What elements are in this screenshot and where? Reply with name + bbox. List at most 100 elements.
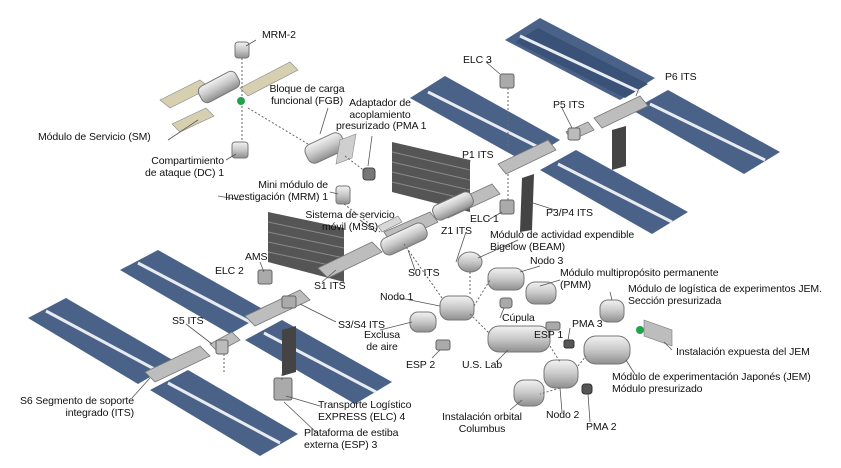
s1-truss xyxy=(317,241,383,279)
connection-lines xyxy=(223,58,587,395)
label-pma3: PMA 3 xyxy=(572,318,603,330)
label-mrm2: MRM-2 xyxy=(262,29,296,41)
solar-arrays xyxy=(28,18,780,456)
p6-truss xyxy=(593,95,649,129)
label-airlock: Exclusa de aire xyxy=(354,329,410,353)
s5-segment-box xyxy=(215,339,229,355)
label-nodo1: Nodo 1 xyxy=(380,291,414,303)
label-us-lab: U.S. Lab xyxy=(462,359,503,371)
label-s1: S1 ITS xyxy=(314,280,346,292)
esp2-platform xyxy=(435,339,451,351)
p6-solar-array-lower xyxy=(632,90,780,174)
node3-module xyxy=(487,267,525,291)
label-jem-els-line1: Módulo de logística de experimentos JEM. xyxy=(628,283,822,295)
s3s4-radiator xyxy=(282,326,296,376)
label-elc2: ELC 2 xyxy=(215,265,244,277)
label-sm: Módulo de Servicio (SM) xyxy=(38,131,151,143)
label-pma2: PMA 2 xyxy=(586,421,617,433)
label-columbus: Instalación orbital Columbus xyxy=(436,411,528,435)
label-p6: P6 ITS xyxy=(665,71,697,83)
label-mrm1-line1: Mini módulo de xyxy=(258,179,328,191)
label-esp1: ESP 1 xyxy=(534,329,564,341)
label-p3p4: P3/P4 ITS xyxy=(546,207,593,219)
label-nodo3: Nodo 3 xyxy=(530,255,564,267)
s6-solar-array-upper xyxy=(28,298,176,384)
label-z1: Z1 ITS xyxy=(441,225,472,237)
mrm1-module xyxy=(335,185,351,205)
label-jem-ef: Instalación expuesta del JEM xyxy=(676,346,810,358)
label-jem-pm: Módulo de experimentación Japonés (JEM) … xyxy=(612,371,811,395)
dc1-module xyxy=(231,141,249,159)
s3s4-carrier xyxy=(281,295,297,309)
elc4-platform xyxy=(273,377,293,401)
label-jem-els: Módulo de logística de experimentos JEM.… xyxy=(628,283,822,307)
jem-ef-port xyxy=(636,326,644,334)
s6-solar-array-lower xyxy=(150,370,298,456)
russian-segment xyxy=(159,41,376,205)
elc1-platform xyxy=(499,199,515,215)
label-pma1-line1: Adaptador de xyxy=(349,97,411,109)
label-ams: AMS xyxy=(245,251,268,263)
pmm-module xyxy=(525,281,557,305)
label-cupola: Cúpula xyxy=(502,312,535,324)
label-airlock-line2: de aire xyxy=(366,340,398,353)
beam-module xyxy=(457,251,483,273)
label-dc1: Compartimiento de ataque (DC) 1 xyxy=(120,155,224,179)
pma1-module xyxy=(362,167,376,181)
sm-docking-port xyxy=(237,97,245,105)
label-pmm-line2: (PMM) xyxy=(560,278,591,291)
ams-payload xyxy=(257,269,273,285)
label-jem-els-line2: Sección presurizada xyxy=(628,294,722,307)
p1-radiator xyxy=(391,142,471,212)
s4-solar-array-upper xyxy=(120,250,268,334)
jem-pm-module xyxy=(583,335,631,365)
label-elc4-line1: Transporte Logístico xyxy=(318,399,412,411)
label-p5: P5 ITS xyxy=(553,99,585,111)
service-module xyxy=(197,70,241,104)
label-fgb-line2: funcional (FGB) xyxy=(270,94,344,107)
label-beam-line1: Módulo de actividad expendible xyxy=(490,229,635,241)
pressurized-modules xyxy=(215,73,673,407)
esp1-platform xyxy=(545,321,561,331)
label-pma1-line2: acoplamiento xyxy=(349,108,411,121)
leader-lines xyxy=(131,39,673,435)
label-esp3: Plataforma de estiba externa (ESP) 3 xyxy=(304,427,398,451)
label-s6-line2: integrado (ITS) xyxy=(65,406,134,419)
label-elc3: ELC 3 xyxy=(463,54,492,66)
p1-module xyxy=(432,191,474,221)
label-esp2: ESP 2 xyxy=(406,359,436,371)
label-dc1-line2: de ataque (DC) 1 xyxy=(145,166,224,179)
p4-solar-array-lower xyxy=(540,150,688,234)
label-s6-line1: S6 Segmento de soporte xyxy=(20,395,134,407)
p6-solar-array-upper xyxy=(505,18,655,100)
label-jem-pm-line2: Módulo presurizado xyxy=(612,382,703,395)
sm-solar-wing-lower xyxy=(171,107,215,133)
label-jem-pm-line1: Módulo de experimentación Japonés (JEM) xyxy=(612,371,811,383)
label-fgb: Bloque de carga funcional (FGB) xyxy=(262,83,352,107)
pma3-module xyxy=(563,339,575,349)
p3p4-truss xyxy=(497,139,557,175)
label-s5: S5 ITS xyxy=(172,315,204,327)
pma2-module xyxy=(581,383,593,395)
mss-module xyxy=(380,222,428,256)
label-p1: P1 ITS xyxy=(462,149,494,161)
z1-truss xyxy=(377,215,403,233)
label-nodo2: Nodo 2 xyxy=(546,409,580,421)
label-dc1-line1: Compartimiento xyxy=(151,155,224,167)
label-pmm-line1: Módulo multipropósito permanente xyxy=(560,267,719,279)
label-mrm1: Mini módulo de Investigación (MRM) 1 xyxy=(218,179,328,203)
label-beam: Módulo de actividad expendible Bigelow (… xyxy=(490,229,635,253)
node1-module xyxy=(439,295,475,321)
s6-truss xyxy=(144,345,211,383)
label-s3s4: S3/S4 ITS xyxy=(338,319,385,331)
label-fgb-line1: Bloque de carga xyxy=(269,83,345,95)
label-mss-line1: Sistema de servicio xyxy=(305,209,395,221)
label-s0: S0 ITS xyxy=(408,267,440,279)
airlock-module xyxy=(409,311,437,333)
mrm2-module xyxy=(234,41,250,59)
elc3-platform xyxy=(499,73,515,89)
sm-solar-wing-right xyxy=(239,61,299,97)
label-elc1: ELC 1 xyxy=(470,213,499,225)
jem-els-module xyxy=(599,299,625,323)
